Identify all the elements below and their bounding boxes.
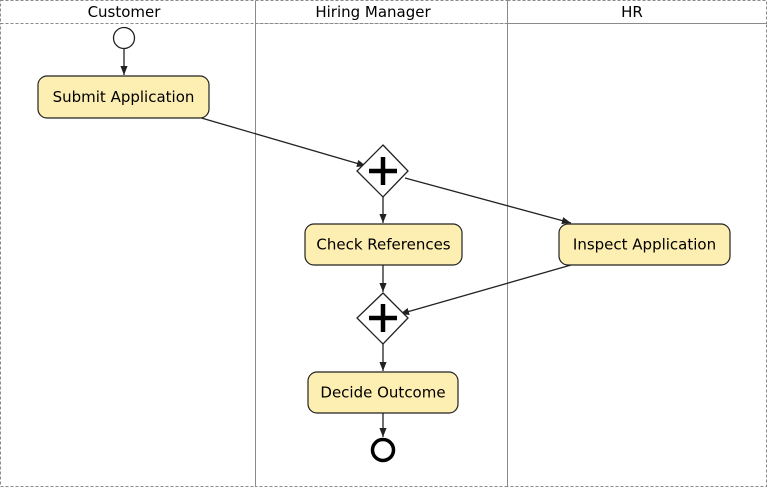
flow-split-to-inspect	[404, 177, 572, 225]
task-decide-outcome-box	[307, 371, 459, 414]
lane-hr-header	[507, 0, 767, 24]
parallel-gateway-join	[356, 292, 409, 345]
task-decide-outcome: Decide Outcome	[307, 371, 459, 414]
lane-customer: Customer	[0, 0, 256, 487]
task-submit-application-box	[37, 75, 210, 119]
flow-inspect-to-join	[399, 264, 572, 315]
end-event	[370, 437, 396, 463]
task-decide-outcome-label: Decide Outcome	[320, 384, 445, 402]
task-check-references-label: Check References	[316, 236, 450, 254]
task-check-references: Check References	[304, 223, 463, 266]
lane-hiring-manager-body	[255, 23, 508, 487]
flow-submit-to-split	[197, 116, 367, 167]
start-event	[112, 26, 136, 50]
parallel-gateway-split	[356, 144, 409, 198]
lane-title-customer: Customer	[88, 3, 162, 21]
lane-hr-body	[507, 23, 767, 487]
task-inspect-application: Inspect Application	[558, 223, 731, 266]
task-inspect-application-box	[558, 223, 731, 266]
task-submit-application-label: Submit Application	[53, 88, 195, 106]
sequence-flows	[120, 49, 572, 437]
task-inspect-application-label: Inspect Application	[573, 236, 716, 254]
task-submit-application: Submit Application	[37, 75, 210, 119]
task-check-references-box	[304, 223, 463, 266]
lane-hiring-manager: Hiring Manager	[255, 0, 508, 487]
lane-title-hiring-manager: Hiring Manager	[315, 3, 431, 21]
lane-customer-body	[0, 23, 256, 487]
lane-title-hr: HR	[621, 3, 643, 21]
lane-hr: HR	[507, 0, 767, 487]
